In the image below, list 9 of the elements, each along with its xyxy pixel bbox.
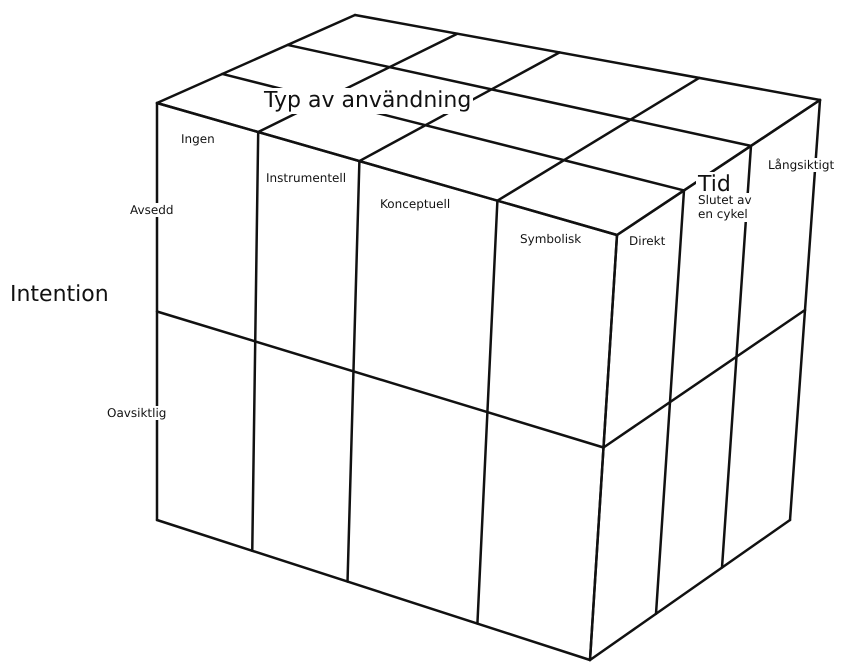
category-label: Symbolisk <box>520 232 582 246</box>
category-label: Instrumentell <box>266 171 346 186</box>
category-label: Avsedd <box>130 203 174 218</box>
category-label: Långsiktigt <box>768 158 834 172</box>
axis-title: Typ av användning <box>262 88 474 114</box>
category-label: Konceptuell <box>380 197 450 212</box>
category-label: Oavsiktlig <box>107 406 166 420</box>
category-label: Ingen <box>181 132 215 146</box>
category-label: Direkt <box>629 234 666 248</box>
